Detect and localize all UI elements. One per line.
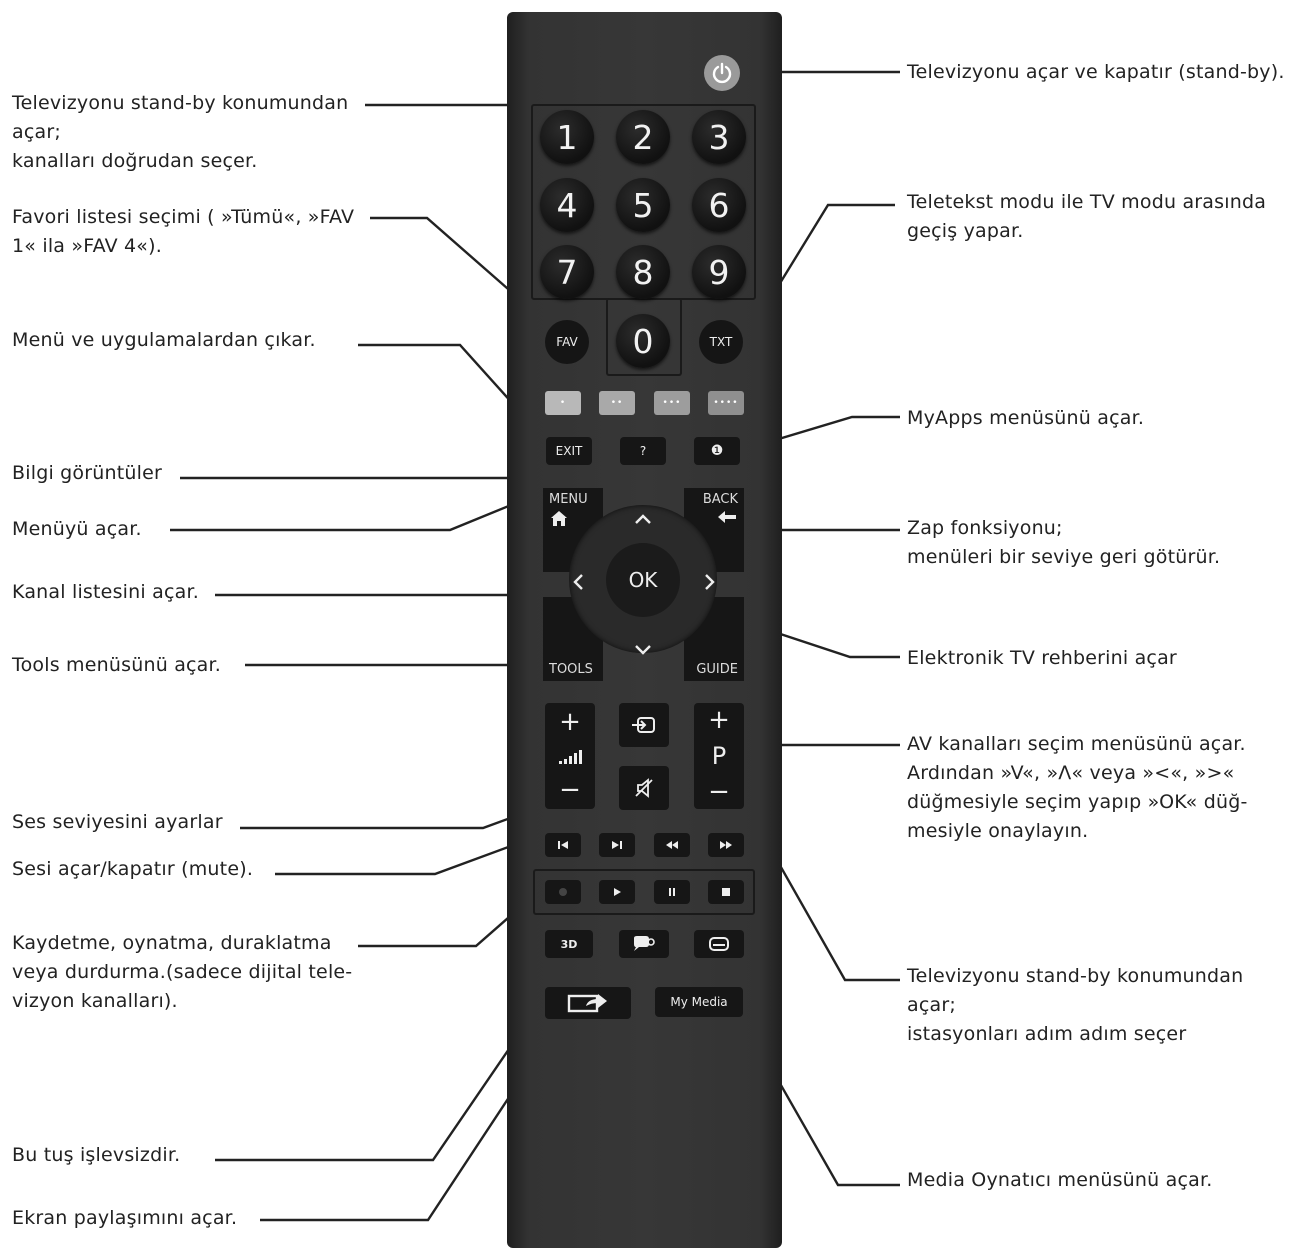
- label-nofunc: Bu tuş işlevsizdir.: [12, 1144, 181, 1166]
- stop-icon: [722, 888, 730, 896]
- channel-down-button[interactable]: −: [708, 777, 730, 807]
- digit-4-button[interactable]: 4: [540, 178, 594, 232]
- chevron-up-icon: [635, 514, 651, 524]
- label-guide: Elektronik TV rehberini açar: [907, 647, 1177, 669]
- leader-menu: [170, 483, 561, 532]
- digit-9-button[interactable]: 9: [692, 245, 746, 299]
- label-mute: Sesi açar/kapatır (mute).: [12, 858, 254, 880]
- label-ok: Kanal listesini açar.: [12, 581, 199, 603]
- voice-button[interactable]: [619, 930, 669, 958]
- rewind-button[interactable]: [654, 833, 690, 857]
- color-key-2[interactable]: ••: [599, 391, 635, 415]
- subtitle-button[interactable]: [694, 930, 744, 958]
- chevron-down-icon: [635, 645, 651, 655]
- channel-up-button[interactable]: +: [708, 705, 730, 735]
- label-txt: Teletekst modu ile TV modu arasında geçi…: [907, 191, 1267, 242]
- stop-button[interactable]: [708, 880, 744, 904]
- guide-label: GUIDE: [696, 662, 738, 677]
- digit-0-button[interactable]: 0: [616, 314, 670, 368]
- myapps-button[interactable]: ❶: [694, 437, 740, 465]
- source-input-icon: [632, 717, 655, 733]
- digit-1-button[interactable]: 1: [540, 110, 594, 164]
- exit-button[interactable]: EXIT: [546, 437, 592, 465]
- tools-label: TOOLS: [549, 662, 593, 677]
- skip-back-button[interactable]: [545, 833, 581, 857]
- digit-7-button[interactable]: 7: [540, 245, 594, 299]
- mute-speaker-icon: [635, 778, 653, 798]
- digit-3-button[interactable]: 3: [692, 110, 746, 164]
- txt-button[interactable]: TXT: [699, 320, 743, 364]
- volume-rocker: + −: [545, 703, 595, 809]
- arrow-right-button[interactable]: [696, 567, 724, 597]
- digit-6-button[interactable]: 6: [692, 178, 746, 232]
- label-info: Bilgi görüntüler: [12, 462, 163, 484]
- subtitle-icon: [709, 937, 729, 951]
- arrow-left-button[interactable]: [564, 567, 592, 597]
- playback-frame: [533, 869, 755, 915]
- 3d-button[interactable]: 3D: [545, 930, 593, 958]
- label-pchannel: Televizyonu stand-by konumundan açar; is…: [907, 965, 1244, 1045]
- volume-bars-icon: [559, 750, 582, 764]
- label-numbers: Televizyonu stand-by konumundan açar; ka…: [12, 92, 349, 172]
- fav-button[interactable]: FAV: [545, 320, 589, 364]
- numpad-frame: [531, 104, 756, 300]
- color-key-4[interactable]: ••••: [708, 391, 744, 415]
- ok-button[interactable]: OK: [606, 543, 680, 617]
- power-button[interactable]: [704, 55, 740, 91]
- label-menu: Menüyü açar.: [12, 518, 142, 540]
- menu-label: MENU: [549, 492, 588, 507]
- label-mymedia: Media Oynatıcı menüsünü açar.: [907, 1169, 1213, 1191]
- play-icon: [614, 888, 621, 896]
- record-icon: [559, 888, 567, 896]
- label-exit: Menü ve uygulamalardan çıkar.: [12, 329, 316, 351]
- arrow-down-button[interactable]: [628, 636, 658, 664]
- chevron-left-icon: [573, 574, 583, 590]
- mute-button[interactable]: [619, 766, 669, 810]
- screen-share-button[interactable]: [545, 987, 631, 1019]
- label-tools: Tools menüsünü açar.: [12, 654, 222, 676]
- fast-forward-button[interactable]: [708, 833, 744, 857]
- pause-button[interactable]: [654, 880, 690, 904]
- source-button[interactable]: [619, 703, 669, 747]
- volume-down-button[interactable]: −: [559, 775, 581, 805]
- digit-2-button[interactable]: 2: [616, 110, 670, 164]
- zero-frame: [606, 298, 682, 376]
- label-myapps: MyApps menüsünü açar.: [907, 407, 1145, 429]
- label-record: Kaydetme, oynatma, duraklatma veya durdu…: [12, 932, 353, 1012]
- label-fav: Favori listesi seçimi ( »Tümü«, »FAV 1« …: [12, 206, 355, 257]
- skip-back-icon: [558, 841, 568, 849]
- my-media-button[interactable]: My Media: [655, 987, 743, 1017]
- back-arrow-icon: [718, 511, 736, 523]
- skip-forward-button[interactable]: [599, 833, 635, 857]
- digit-5-button[interactable]: 5: [616, 178, 670, 232]
- color-key-3[interactable]: •••: [654, 391, 690, 415]
- rewind-icon: [666, 841, 678, 849]
- screen-share-icon: [567, 994, 607, 1013]
- chevron-right-icon: [705, 574, 715, 590]
- info-button[interactable]: ?: [620, 437, 666, 465]
- digit-8-button[interactable]: 8: [616, 245, 670, 299]
- channel-p-label: P: [711, 742, 727, 770]
- power-icon: [712, 62, 732, 84]
- pause-icon: [669, 888, 675, 896]
- home-icon: [551, 511, 567, 526]
- play-button[interactable]: [599, 880, 635, 904]
- label-share: Ekran paylaşımını açar.: [12, 1207, 238, 1229]
- label-av: AV kanalları seçim menüsünü açar. Ardınd…: [907, 733, 1248, 842]
- arrow-up-button[interactable]: [628, 505, 658, 533]
- record-button[interactable]: [545, 880, 581, 904]
- label-back: Zap fonksiyonu; menüleri bir seviye geri…: [907, 517, 1221, 568]
- skip-forward-icon: [612, 841, 622, 849]
- back-label: BACK: [702, 492, 738, 507]
- volume-up-button[interactable]: +: [559, 707, 581, 737]
- speech-bubble-icon: [634, 936, 655, 951]
- label-power: Televizyonu açar ve kapatır (stand-by).: [907, 61, 1285, 83]
- fast-forward-icon: [720, 841, 732, 849]
- label-volume: Ses seviyesini ayarlar: [12, 811, 223, 833]
- color-key-1[interactable]: •: [545, 391, 581, 415]
- channel-rocker: + P −: [694, 703, 744, 809]
